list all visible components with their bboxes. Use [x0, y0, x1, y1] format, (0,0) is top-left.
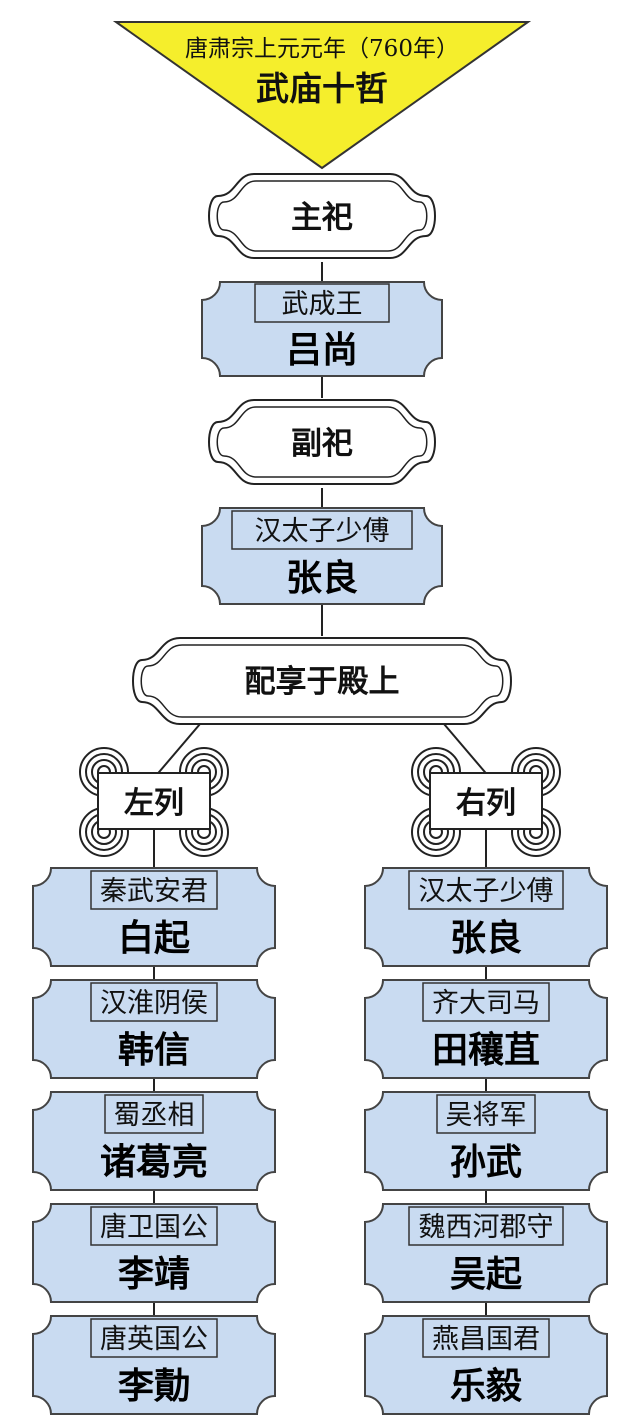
card-shape [32, 1315, 276, 1415]
cloud-shape [208, 173, 436, 259]
card-shape [364, 979, 608, 1079]
card-honor: 汉太子少傅 [255, 516, 390, 547]
companions-label: 配享于殿上 [245, 664, 400, 700]
honor-box [104, 1094, 204, 1134]
column-label-box [97, 772, 211, 830]
card-honor: 唐英国公 [100, 1324, 208, 1355]
card-name: 李勣 [118, 1366, 190, 1407]
honor-box [408, 870, 564, 910]
card-shape [364, 1203, 608, 1303]
card-honor: 唐卫国公 [100, 1212, 208, 1243]
card-name: 韩信 [118, 1030, 190, 1071]
card-honor: 魏西河郡守 [419, 1212, 554, 1243]
title-subtitle: 唐肃宗上元元年（760年） [185, 36, 459, 62]
honor-box [90, 1318, 218, 1358]
card-honor: 燕昌国君 [432, 1324, 540, 1355]
title-main: 武庙十哲 [256, 69, 388, 108]
honor-box [422, 982, 550, 1022]
card-shape [32, 979, 276, 1079]
card-shape [201, 281, 443, 377]
card-honor: 蜀丞相 [114, 1100, 195, 1131]
honor-box [408, 1206, 564, 1246]
column-label-box [429, 772, 543, 830]
cloud-shape [208, 399, 436, 485]
card-honor: 汉太子少傅 [419, 876, 554, 907]
column-label: 左列 [124, 786, 184, 821]
secondary-worship-label: 副祀 [291, 426, 353, 462]
companions-cloud: 配享于殿上 [132, 637, 512, 725]
main-worship-label: 主祀 [291, 200, 353, 236]
card-honor: 吴将军 [446, 1100, 527, 1131]
honor-box [254, 283, 390, 323]
honor-box [231, 510, 413, 550]
card-honor: 齐大司马 [432, 988, 540, 1019]
title-banner: 唐肃宗上元元年（760年） 武庙十哲 [112, 21, 532, 170]
card-name: 白起 [118, 918, 191, 959]
card-shape [364, 867, 608, 967]
honor-box [436, 1094, 536, 1134]
card-shape [32, 1203, 276, 1303]
card-shape [201, 507, 443, 605]
card-honor: 秦武安君 [100, 876, 208, 907]
honor-box [422, 1318, 550, 1358]
card-name: 田穰苴 [432, 1030, 540, 1071]
honor-box [90, 870, 218, 910]
cloud-inner-shape [216, 406, 428, 478]
honor-box [90, 1206, 218, 1246]
card-shape [364, 1091, 608, 1191]
card-shape [32, 867, 276, 967]
honor-box [90, 982, 218, 1022]
cloud-shape [132, 637, 512, 725]
card-shape [364, 1315, 608, 1415]
card-honor: 武成王 [282, 289, 363, 320]
left-column-header: 左列 [79, 747, 229, 857]
card-name: 乐毅 [450, 1365, 523, 1407]
card-name: 吕尚 [286, 330, 358, 371]
card-name: 吴起 [450, 1254, 523, 1295]
title-triangle [112, 21, 532, 170]
card-name: 张良 [286, 558, 358, 599]
right-column-header: 右列 [411, 747, 561, 857]
card-shape [32, 1091, 276, 1191]
connector-lines [153, 262, 491, 1316]
card-honor: 汉淮阴侯 [100, 988, 208, 1019]
card-zhang-liang-center: 汉太子少傅 张良 [201, 507, 443, 605]
main-worship-cloud: 主祀 [208, 173, 436, 259]
card-name: 张良 [450, 918, 522, 959]
card-name: 李靖 [118, 1254, 190, 1295]
secondary-worship-cloud: 副祀 [208, 399, 436, 485]
card-name: 诸葛亮 [100, 1142, 208, 1183]
card-lu-shang: 武成王 吕尚 [201, 281, 443, 377]
card-name: 孙武 [450, 1142, 522, 1183]
column-label: 右列 [456, 786, 516, 821]
cloud-inner-shape [140, 644, 504, 718]
cloud-inner-shape [216, 180, 428, 252]
